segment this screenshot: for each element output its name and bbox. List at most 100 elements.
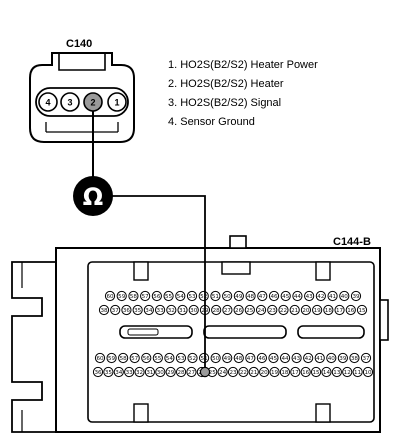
connector-c140[interactable]: 4 3 2 1 — [29, 52, 135, 143]
c144b-pin[interactable] — [268, 352, 279, 364]
c144b-pin[interactable] — [177, 304, 188, 316]
c144b-pin[interactable] — [245, 352, 256, 364]
c144b-pin[interactable] — [269, 366, 280, 378]
c144b-pin[interactable] — [248, 366, 259, 378]
c144b-pin[interactable] — [279, 352, 291, 364]
c144b-pin[interactable] — [303, 352, 314, 364]
c144b-pin[interactable] — [103, 366, 114, 378]
c144b-pin[interactable] — [267, 304, 278, 316]
c144b-pin[interactable] — [360, 352, 372, 364]
c144b-pin[interactable] — [291, 352, 302, 364]
c144b-pin[interactable] — [300, 366, 311, 378]
c144b-pin[interactable] — [244, 304, 255, 316]
c144b-pin[interactable] — [104, 290, 116, 302]
c144b-pin[interactable] — [98, 304, 110, 316]
c144b-pin[interactable] — [116, 290, 127, 302]
c144b-pin[interactable] — [314, 352, 325, 364]
c144b-pin[interactable] — [175, 352, 187, 364]
c144b-pin[interactable] — [143, 304, 154, 316]
c144b-pin[interactable] — [110, 304, 121, 316]
c144b-pin[interactable] — [257, 290, 268, 302]
c144b-pin[interactable] — [210, 352, 221, 364]
c144b-pin[interactable] — [121, 304, 132, 316]
ohmmeter[interactable]: Ω — [73, 176, 113, 216]
c144b-pin[interactable] — [300, 304, 312, 316]
c144b-pin[interactable] — [323, 304, 334, 316]
c144b-pin[interactable] — [327, 290, 338, 302]
c144b-pin[interactable] — [217, 366, 228, 378]
c144b-pin[interactable] — [222, 352, 233, 364]
c144b-pin[interactable] — [349, 352, 360, 364]
c140-pin-2[interactable]: 2 — [83, 92, 103, 112]
c144b-pin[interactable] — [129, 352, 140, 364]
c144b-pin[interactable] — [140, 290, 151, 302]
c144b-pin[interactable] — [198, 290, 209, 302]
c144b-pin[interactable] — [310, 366, 322, 378]
c144b-pin[interactable] — [151, 290, 162, 302]
c140-pin-4[interactable]: 4 — [38, 92, 58, 112]
c144b-pin[interactable] — [106, 352, 117, 364]
c144b-pin[interactable] — [342, 366, 353, 378]
c144b-pin[interactable] — [356, 304, 368, 316]
c144b-pin[interactable] — [210, 290, 221, 302]
c144b-pin[interactable] — [124, 366, 135, 378]
c144b-pin[interactable] — [233, 304, 244, 316]
c144b-pin[interactable] — [280, 290, 291, 302]
c144b-pin[interactable] — [187, 352, 198, 364]
c144b-pin[interactable] — [292, 290, 303, 302]
c144b-pin[interactable] — [334, 304, 345, 316]
c144b-pin[interactable] — [227, 366, 239, 378]
c144b-pin[interactable] — [198, 352, 210, 364]
c144b-pin[interactable] — [233, 290, 244, 302]
c144b-pin[interactable] — [256, 352, 268, 364]
c144b-pin[interactable] — [339, 290, 350, 302]
c144b-pin[interactable] — [141, 352, 152, 364]
c144b-pin[interactable] — [128, 290, 139, 302]
c144b-pin[interactable] — [166, 304, 177, 316]
c144b-pin[interactable] — [175, 366, 187, 378]
c144b-pin[interactable] — [312, 304, 323, 316]
c144b-pin[interactable] — [144, 366, 156, 378]
c144b-pin[interactable] — [326, 352, 337, 364]
c144b-pin[interactable] — [118, 352, 129, 364]
c144b-pin[interactable] — [154, 304, 166, 316]
c144b-pin[interactable] — [321, 366, 332, 378]
c144b-pin[interactable] — [113, 366, 124, 378]
c144b-pin[interactable] — [175, 290, 186, 302]
c144b-pin[interactable] — [259, 366, 270, 378]
c144b-pin[interactable] — [94, 352, 106, 364]
c144b-pin[interactable] — [331, 366, 342, 378]
c144b-pin[interactable] — [186, 366, 197, 378]
c144b-pin[interactable] — [222, 304, 233, 316]
c144b-pin[interactable] — [233, 352, 244, 364]
c144b-pin[interactable] — [278, 304, 289, 316]
c144b-pin[interactable] — [92, 366, 104, 378]
c144b-pin[interactable] — [152, 352, 163, 364]
c144b-pin[interactable] — [362, 366, 374, 378]
c144b-pin[interactable] — [337, 352, 348, 364]
c144b-pin[interactable] — [211, 304, 222, 316]
c144b-pin[interactable] — [238, 366, 249, 378]
c144b-pin[interactable] — [132, 304, 143, 316]
c144b-pin[interactable] — [164, 352, 175, 364]
c144b-pin[interactable] — [255, 304, 267, 316]
c144b-target-pin[interactable] — [199, 366, 211, 378]
c144b-pin[interactable] — [304, 290, 315, 302]
c144b-pin[interactable] — [290, 366, 301, 378]
c144b-pin[interactable] — [315, 290, 326, 302]
c144b-pin[interactable] — [134, 366, 145, 378]
c144b-pin[interactable] — [155, 366, 166, 378]
c144b-pin[interactable] — [268, 290, 280, 302]
c144b-pin[interactable] — [279, 366, 291, 378]
c144b-pin[interactable] — [163, 290, 174, 302]
c144b-pin[interactable] — [289, 304, 300, 316]
c144b-pin[interactable] — [222, 290, 233, 302]
c140-pin-3[interactable]: 3 — [60, 92, 80, 112]
c144b-pin[interactable] — [186, 290, 198, 302]
c144b-pin[interactable] — [188, 304, 199, 316]
c140-pin-1[interactable]: 1 — [107, 92, 127, 112]
c144b-pin[interactable] — [345, 304, 356, 316]
c144b-pin[interactable] — [350, 290, 362, 302]
c144b-pin[interactable] — [165, 366, 176, 378]
